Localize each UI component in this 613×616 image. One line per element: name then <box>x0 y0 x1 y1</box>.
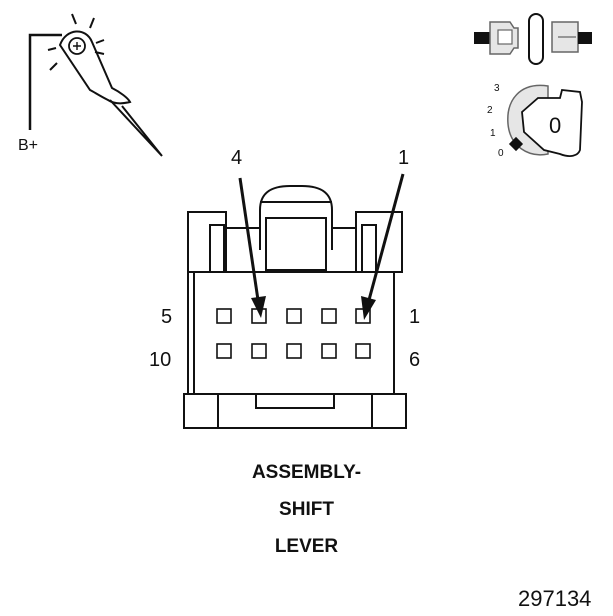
ignition-pos-3: 3 <box>494 83 500 94</box>
supply-label: B+ <box>18 137 39 154</box>
ignition-pos-0: 0 <box>498 148 504 159</box>
cavity-3 <box>286 308 302 324</box>
cavity-7 <box>321 343 337 359</box>
callout-label-right: 1 <box>398 147 410 169</box>
pin-cavities <box>216 308 371 359</box>
pin-label-bottom-left: 10 <box>149 349 172 371</box>
light-rays <box>47 13 105 71</box>
test-light-probe-icon <box>28 13 163 157</box>
cavity-2 <box>321 308 337 324</box>
cavity-8 <box>286 343 302 359</box>
figure-number: 297134 <box>518 586 592 611</box>
harness-connector-icon <box>474 13 592 65</box>
cavity-9 <box>251 343 267 359</box>
title-line-1: ASSEMBLY- <box>251 462 362 483</box>
title-line-2: SHIFT <box>279 499 334 520</box>
ignition-pos-1: 1 <box>490 128 496 139</box>
ignition-pos-2: 2 <box>487 105 493 116</box>
ignition-key-position: 0 <box>549 113 562 138</box>
pin-label-top-left: 5 <box>161 306 173 328</box>
pin-label-top-right: 1 <box>409 306 421 328</box>
cavity-5 <box>216 308 232 324</box>
title-line-3: LEVER <box>274 536 339 557</box>
callout-arrow-left <box>238 177 266 318</box>
callout-arrow-right <box>361 173 405 320</box>
cavity-10 <box>216 343 232 359</box>
ignition-key-icon <box>507 84 583 157</box>
connector-body <box>183 185 407 429</box>
callout-label-left: 4 <box>231 147 243 169</box>
pin-label-bottom-right: 6 <box>409 349 421 371</box>
cavity-6 <box>355 343 371 359</box>
